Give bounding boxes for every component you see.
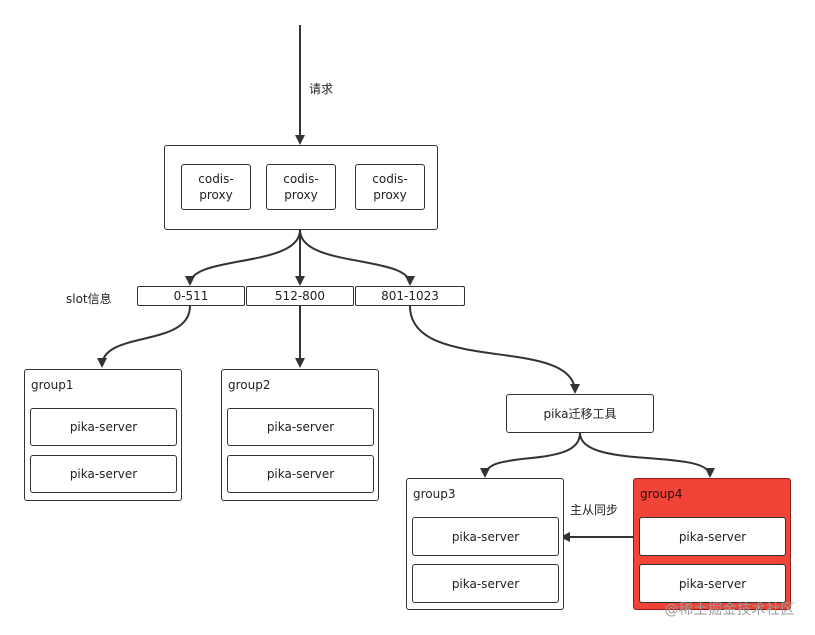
request-label: 请求: [309, 82, 334, 96]
slot-range-3-label: 801-1023: [381, 289, 439, 303]
codis-proxy-3-label: codis-proxy: [372, 172, 408, 202]
group4-title: group4: [640, 487, 683, 501]
slot3-to-tool-arrow: [409, 305, 580, 394]
tool-to-group3-arrow: [480, 432, 581, 478]
group1-server-2[interactable]: pika-server: [30, 455, 177, 493]
slot-range-3[interactable]: 801-1023: [355, 286, 465, 306]
proxy-to-slot1-arrow: [185, 229, 301, 286]
slot-range-1[interactable]: 0-511: [137, 286, 245, 306]
proxy-cluster: codis-proxy codis-proxy codis-proxy: [164, 145, 438, 230]
group2-server-2-label: pika-server: [266, 467, 335, 481]
group4-server-2-label: pika-server: [678, 576, 747, 591]
group3-server-1-label: pika-server: [451, 529, 520, 544]
codis-proxy-1[interactable]: codis-proxy: [181, 164, 251, 210]
sync-label: 主从同步: [570, 503, 619, 517]
group3-server-2-label: pika-server: [451, 576, 520, 591]
group3-server-1[interactable]: pika-server: [412, 517, 559, 556]
group2-server-1[interactable]: pika-server: [227, 408, 374, 446]
group1-server-2-label: pika-server: [69, 467, 138, 481]
tool-to-group4-arrow: [579, 432, 715, 478]
slot-range-2-label: 512-800: [274, 289, 326, 303]
group1-server-1-label: pika-server: [69, 420, 138, 434]
group2-server-1-label: pika-server: [266, 420, 335, 434]
group2-title: group2: [228, 378, 271, 392]
group1-box[interactable]: group1 pika-server pika-server: [24, 369, 182, 501]
slot1-to-group1-arrow: [97, 305, 191, 368]
codis-proxy-2[interactable]: codis-proxy: [266, 164, 336, 210]
watermark: @稀土掘金技术社区: [664, 602, 795, 618]
pika-migrate-tool-label: pika迁移工具: [543, 407, 617, 421]
group4-server-1-label: pika-server: [678, 529, 747, 544]
group2-box[interactable]: group2 pika-server pika-server: [221, 369, 379, 501]
codis-proxy-2-label: codis-proxy: [283, 172, 319, 202]
group4-server-1[interactable]: pika-server: [639, 517, 786, 556]
group4-server-2[interactable]: pika-server: [639, 564, 786, 603]
group4-box[interactable]: group4 pika-server pika-server: [633, 478, 791, 610]
group3-title: group3: [413, 487, 456, 501]
group1-title: group1: [31, 378, 74, 392]
slot-range-1-label: 0-511: [173, 289, 209, 303]
group3-server-2[interactable]: pika-server: [412, 564, 559, 603]
pika-migrate-tool[interactable]: pika迁移工具: [506, 394, 654, 433]
slot-range-2[interactable]: 512-800: [246, 286, 354, 306]
group2-server-2[interactable]: pika-server: [227, 455, 374, 493]
group3-box[interactable]: group3 pika-server pika-server: [406, 478, 564, 610]
codis-proxy-1-label: codis-proxy: [198, 172, 234, 202]
group1-server-1[interactable]: pika-server: [30, 408, 177, 446]
codis-proxy-3[interactable]: codis-proxy: [355, 164, 425, 210]
slot-info-label: slot信息: [66, 292, 112, 306]
proxy-to-slot3-arrow: [299, 229, 415, 286]
